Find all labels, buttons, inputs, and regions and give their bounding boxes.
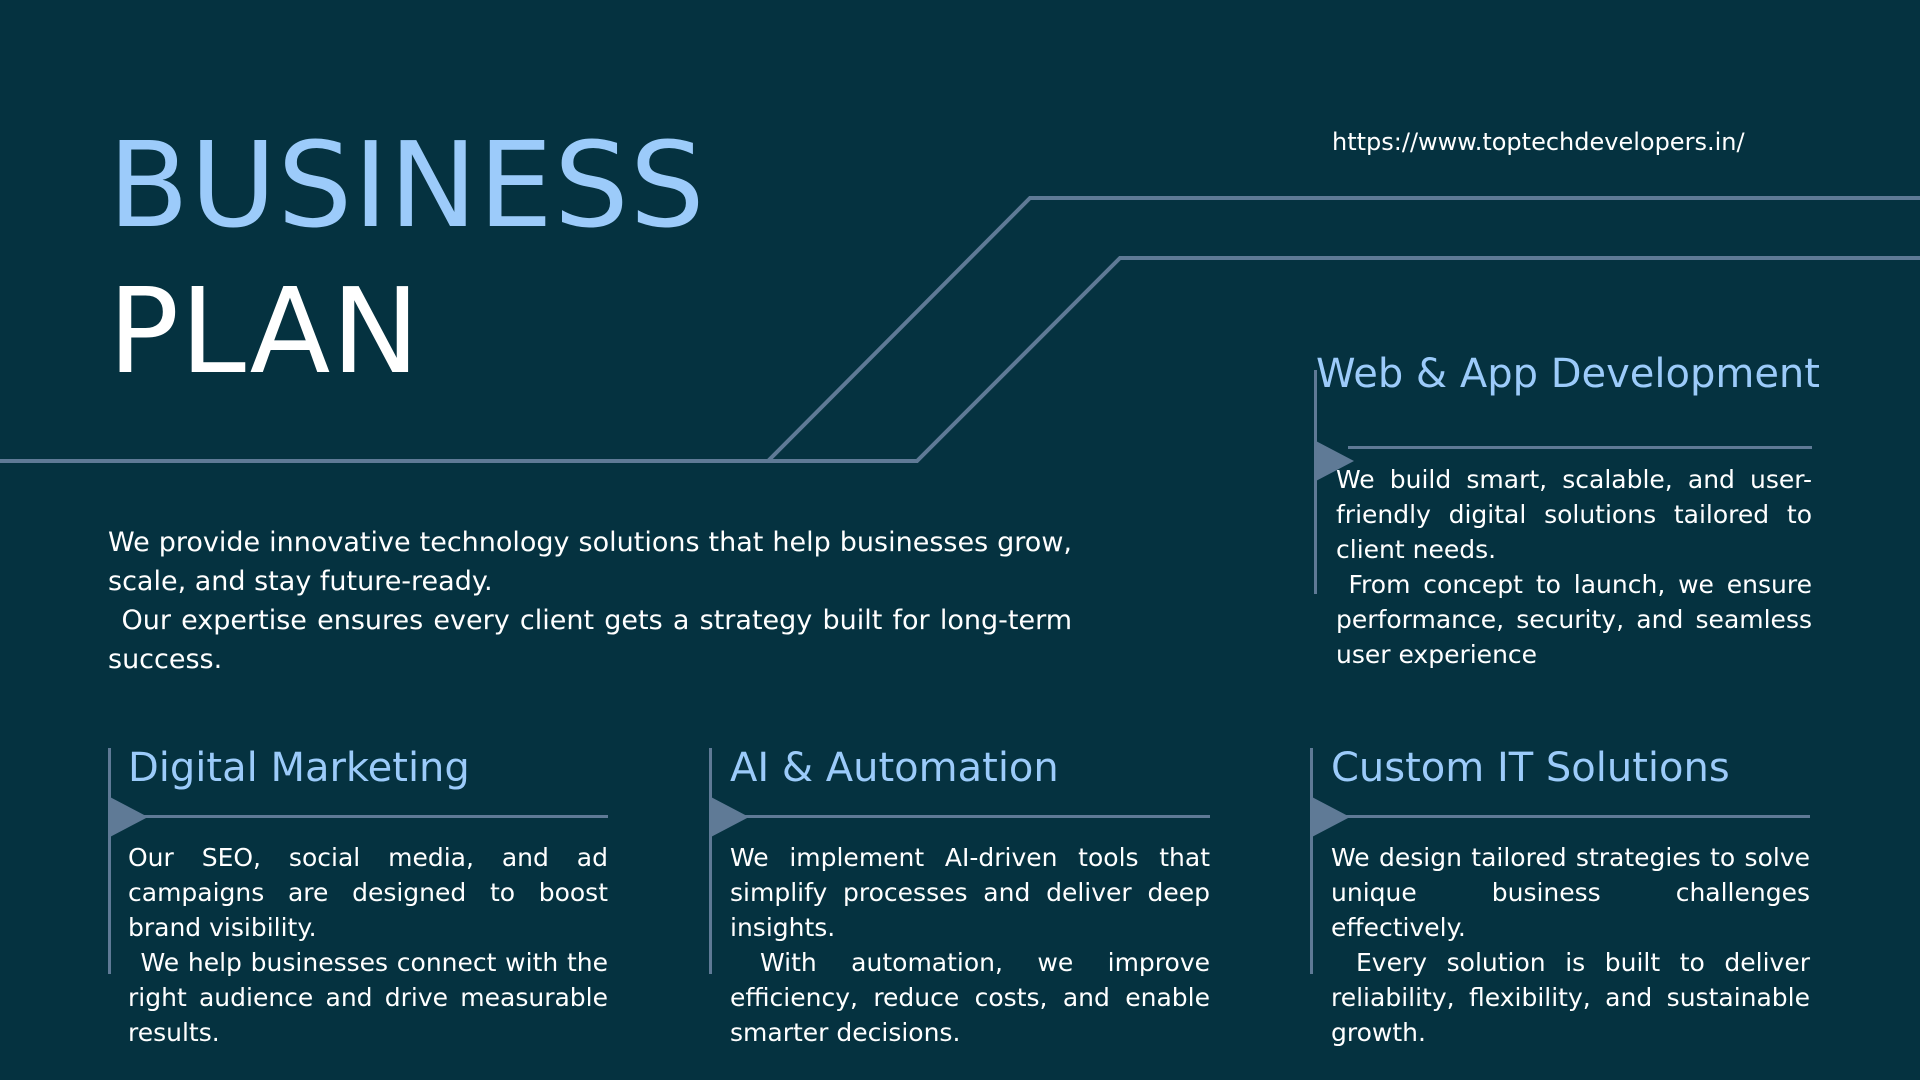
card-vertical-rule [1314, 370, 1317, 594]
card-vertical-rule [1310, 748, 1313, 974]
page-title-line-1: BUSINESS [108, 116, 706, 254]
website-url: https://www.toptechdevelopers.in/ [1332, 128, 1745, 156]
triangle-marker-icon [1314, 440, 1354, 482]
service-card-web-app: Web & App Development We build smart, sc… [1314, 350, 1834, 680]
card-divider [1344, 815, 1810, 818]
service-title-ai-automation: AI & Automation [730, 745, 1059, 791]
service-title-digital-marketing: Digital Marketing [128, 745, 470, 791]
intro-paragraph-2: Our expertise ensures every client gets … [108, 605, 1072, 675]
card-divider [142, 815, 608, 818]
intro-paragraph-1: We provide innovative technology solutio… [108, 527, 1072, 597]
card-vertical-rule [709, 748, 712, 974]
service-paragraph-1: We build smart, scalable, and user-frien… [1336, 465, 1812, 564]
service-paragraph-1: We implement AI-driven tools that simpli… [730, 843, 1210, 942]
decorative-line-upper [0, 196, 1920, 463]
triangle-marker-icon [1310, 796, 1350, 838]
service-title-web-app: Web & App Development [1316, 351, 1820, 397]
service-card-digital-marketing: Digital Marketing Our SEO, social media,… [108, 744, 628, 1064]
service-text-digital-marketing: Our SEO, social media, and ad campaigns … [128, 840, 608, 1050]
triangle-marker-icon [709, 796, 749, 838]
service-paragraph-2: Every solution is built to deliver relia… [1331, 948, 1810, 1047]
service-paragraph-2: With automation, we improve efficiency, … [730, 948, 1210, 1047]
service-text-custom-it: We design tailored strategies to solve u… [1331, 840, 1810, 1050]
service-paragraph-2: We help businesses connect with the righ… [128, 948, 608, 1047]
service-text-web-app: We build smart, scalable, and user-frien… [1336, 462, 1812, 672]
card-divider [1348, 446, 1812, 449]
service-card-ai-automation: AI & Automation We implement AI-driven t… [709, 744, 1229, 1064]
decorative-line-lower [768, 256, 1920, 463]
triangle-marker-icon [108, 796, 148, 838]
card-vertical-rule [108, 748, 111, 974]
service-paragraph-1: Our SEO, social media, and ad campaigns … [128, 843, 608, 942]
card-divider [743, 815, 1210, 818]
service-card-custom-it: Custom IT Solutions We design tailored s… [1310, 744, 1830, 1064]
intro-text: We provide innovative technology solutio… [108, 523, 1072, 679]
service-paragraph-1: We design tailored strategies to solve u… [1331, 843, 1810, 942]
service-paragraph-2: From concept to launch, we ensure perfor… [1336, 570, 1812, 669]
page-title-line-2: PLAN [108, 262, 421, 400]
service-title-custom-it: Custom IT Solutions [1331, 745, 1730, 791]
service-text-ai-automation: We implement AI-driven tools that simpli… [730, 840, 1210, 1050]
